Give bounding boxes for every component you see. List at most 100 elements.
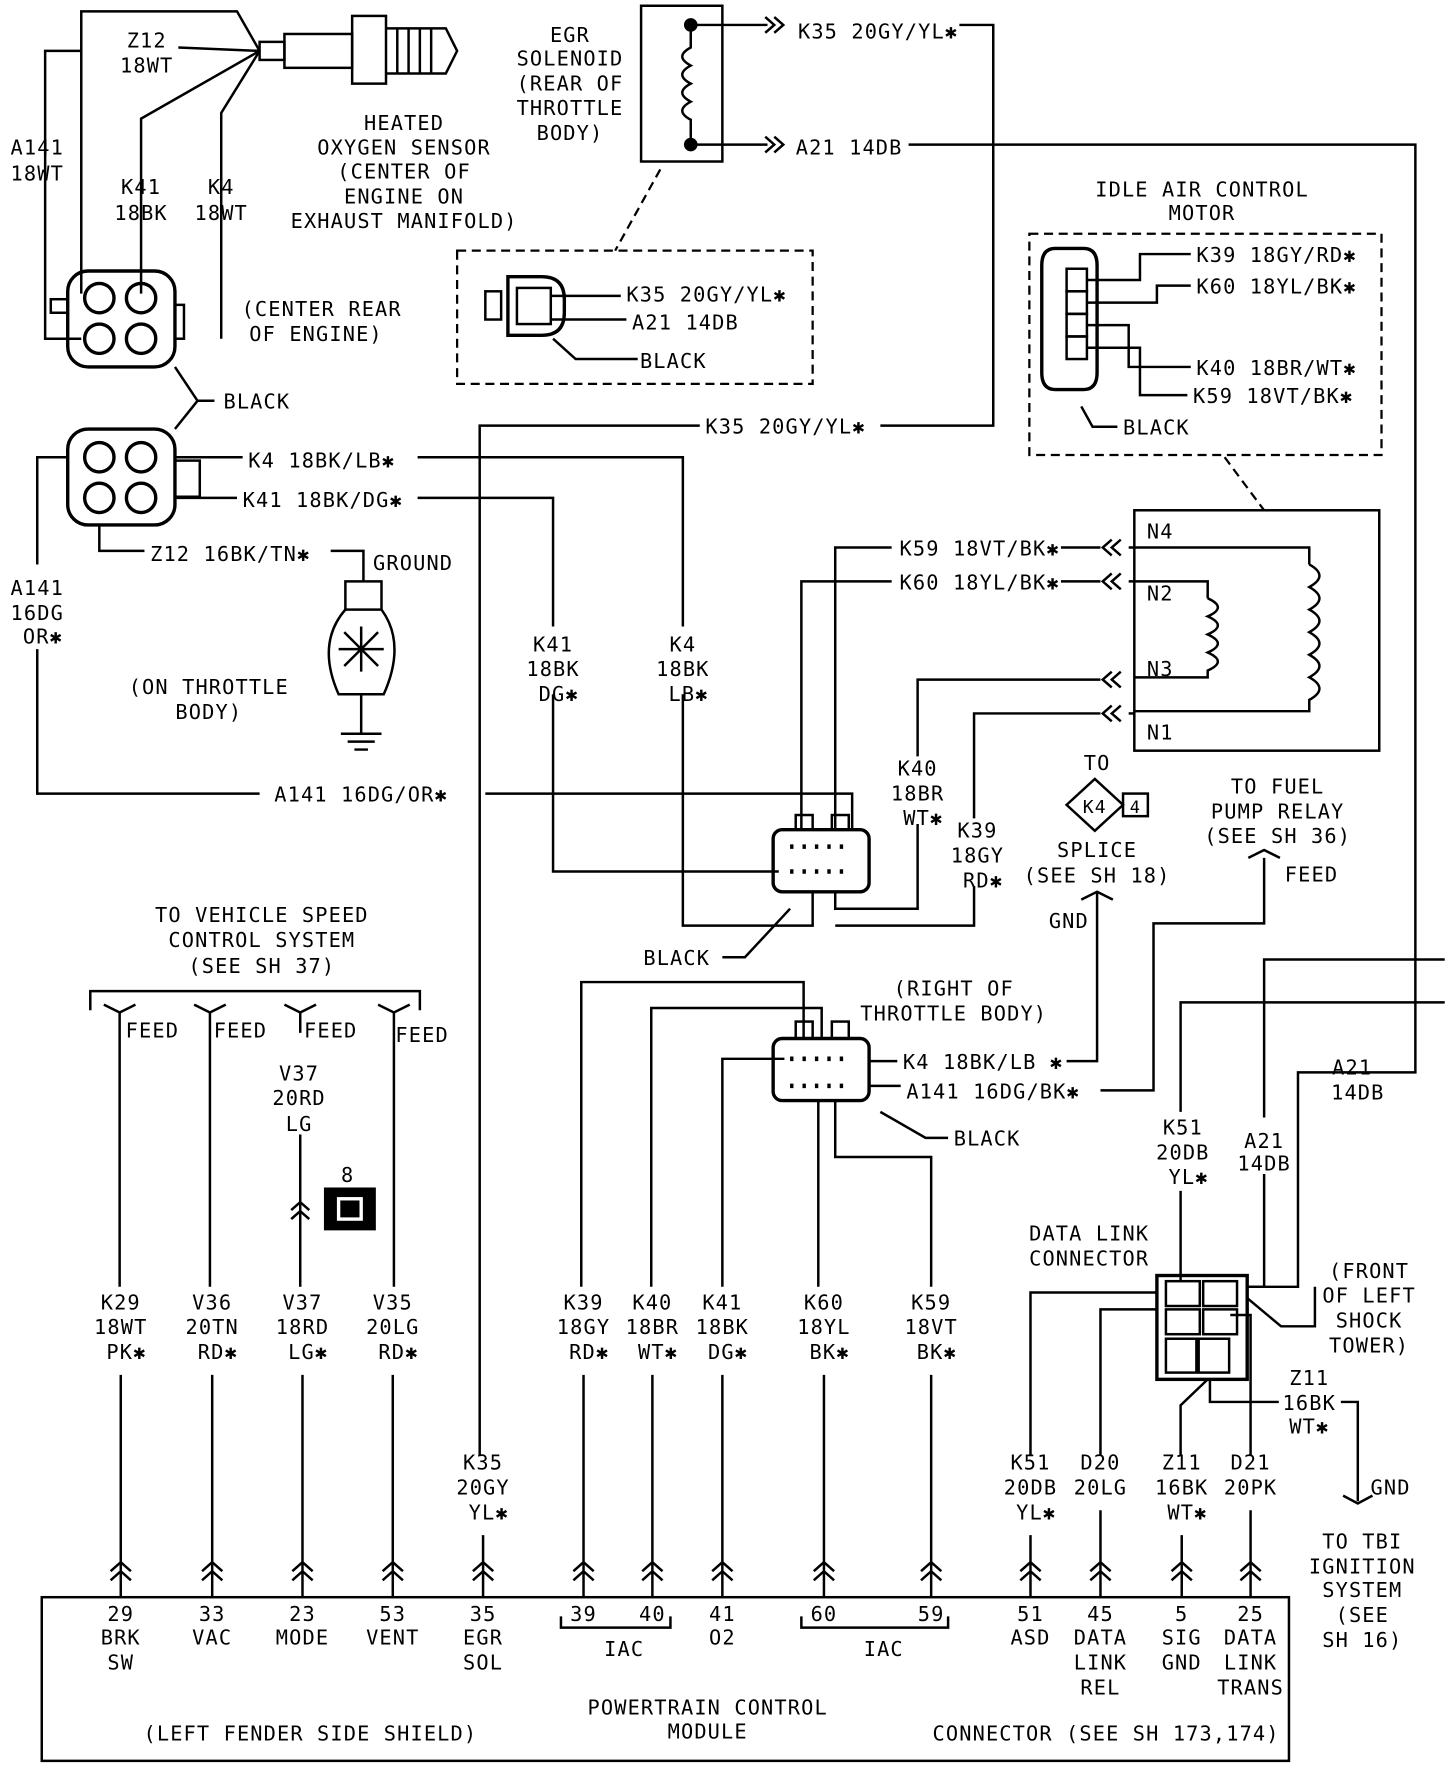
pcm-wire-label: K60 [804, 1290, 844, 1314]
gnd-label: GND [1049, 909, 1089, 933]
component-label: (REAR OF [517, 71, 624, 95]
pcm-wire-label: 18YL [797, 1315, 850, 1339]
pcm-pin-number: 51 [1017, 1602, 1044, 1626]
pcm-wire-label: YL✱ [1016, 1500, 1056, 1524]
pcm-title: POWERTRAIN CONTROL [588, 1696, 828, 1720]
pcm-connector-chevron [711, 1374, 734, 1598]
color-label: BLACK [640, 349, 707, 373]
wire-label: A21 14DB [796, 136, 903, 160]
pcm-pin-number: 53 [379, 1602, 406, 1626]
splice-label: (SEE SH 18) [1024, 864, 1171, 888]
wire-label: Z12 [127, 29, 167, 53]
splice-label: TO [1084, 751, 1111, 775]
iac-connector [1040, 246, 1191, 428]
egr-connector-box [455, 249, 814, 385]
pcm-wire-label: K59 [911, 1290, 951, 1314]
wire-label: 18GY [951, 843, 1004, 867]
pcm-pin-name: VENT [366, 1626, 419, 1650]
wire-label: A21 [1332, 1056, 1372, 1080]
powertrain-control-module [40, 1595, 1291, 1763]
color-label: BLACK [643, 946, 710, 970]
pcm-pin-number: 41 [709, 1602, 736, 1626]
wire-label: K41 18BK/DG✱ [243, 488, 403, 512]
throttle-body-connector-upper [771, 813, 871, 894]
pcm-wire-label: 20LG [1074, 1475, 1127, 1499]
pcm-pin-name: LINK [1224, 1650, 1277, 1674]
pcm-wire-label: 18VT [904, 1315, 957, 1339]
pcm-wire-label: YL✱ [469, 1500, 509, 1524]
o2-harness-connector [66, 427, 202, 527]
pcm-connector-chevron [381, 1374, 404, 1598]
wire-label: A141 16DG/OR✱ [274, 782, 448, 806]
location-label: THROTTLE BODY) [860, 1001, 1047, 1025]
pcm-pin-number: 33 [199, 1602, 226, 1626]
pcm-pin-name: EGR [463, 1626, 503, 1650]
pcm-pin-number: 45 [1087, 1602, 1114, 1626]
ground-label: GROUND [373, 551, 453, 575]
tbi-label: SH 16) [1322, 1628, 1402, 1652]
pcm-wire-label: BK✱ [810, 1340, 850, 1364]
ground-icon [327, 580, 396, 751]
wire-label: K4 18BK/LB✱ [248, 448, 395, 472]
component-label: EGR [550, 23, 590, 47]
pcm-wire-label: K40 [632, 1290, 672, 1314]
pcm-pin-name: MODE [276, 1626, 329, 1650]
egr-connector [484, 274, 638, 361]
iac-motor [1100, 509, 1381, 752]
wire-label: K4 [670, 632, 697, 656]
pcm-wire-label: 18BK [696, 1315, 749, 1339]
pcm-pin-name: DATA [1074, 1626, 1127, 1650]
location-label: OF ENGINE) [249, 322, 382, 346]
pcm-wire-label: K35 [463, 1451, 503, 1475]
pcm-wire-label: RD✱ [198, 1340, 238, 1364]
pcm-wire-label: D21 [1231, 1451, 1271, 1475]
wire-label: K4 18BK/LB ✱ [903, 1050, 1063, 1074]
pcm-pin-number: 60 [811, 1602, 838, 1626]
wire-label: 20RD [272, 1086, 325, 1110]
pcm-pin-number: 40 [639, 1602, 666, 1626]
wire-label: K41 [121, 175, 161, 199]
location-label: TOWER) [1329, 1333, 1409, 1357]
wire-label: WT✱ [903, 806, 943, 830]
wire-label: K60 18YL/BK✱ [900, 570, 1060, 594]
pcm-pin-name: VAC [192, 1626, 232, 1650]
location-label: SHOCK [1336, 1308, 1403, 1332]
feed-label: FEED [395, 1023, 448, 1047]
pcm-pin-number: 29 [107, 1602, 134, 1626]
wire-label: YL✱ [1168, 1165, 1208, 1189]
tbi-label: (SEE [1336, 1603, 1389, 1627]
pin-group-label: IAC [864, 1637, 904, 1661]
pcm-connector-chevron [109, 1374, 132, 1598]
pcm-connector-chevron [1239, 1510, 1262, 1598]
wire-label: A21 14DB [632, 311, 739, 335]
o2-sensor-connector [49, 269, 186, 369]
pcm-pin-name: BRK [101, 1626, 141, 1650]
tbi-label: IGNITION [1309, 1554, 1416, 1578]
pcm-wire-label: 16BK [1155, 1475, 1208, 1499]
wire-label: 20DB [1156, 1140, 1209, 1164]
wire-label: K39 [957, 819, 997, 843]
wire-label: K59 18VT/BK✱ [900, 536, 1060, 560]
feed-label: FEED [126, 1018, 179, 1042]
pcm-connector-note: CONNECTOR (SEE SH 173,174) [933, 1722, 1280, 1746]
pin-label: N4 [1147, 519, 1174, 543]
pcm-pin-name: TRANS [1217, 1675, 1284, 1699]
location-label: BODY) [175, 700, 242, 724]
wire-label: Z12 16BK/TN✱ [150, 542, 310, 566]
wire-label: A141 [11, 576, 64, 600]
wire-label: K40 [898, 757, 938, 781]
pcm-wire-label: 20TN [185, 1315, 238, 1339]
pcm-wire-label: BK✱ [917, 1340, 957, 1364]
location-label: (RIGHT OF [894, 977, 1014, 1001]
pcm-wire-label: 20LG [366, 1315, 419, 1339]
feed-label: FEED [304, 1018, 357, 1042]
component-label: SOLENOID [517, 47, 624, 71]
speed-control-label: TO VEHICLE SPEED [155, 903, 369, 927]
pcm-pin-name: SW [107, 1650, 134, 1674]
wire-label: 18WT [11, 162, 64, 186]
wire-label: V37 [279, 1061, 319, 1085]
pcm-wire-label: 20GY [456, 1475, 509, 1499]
wire-label: K4 [208, 175, 235, 199]
wire-label: 16DG [11, 601, 64, 625]
